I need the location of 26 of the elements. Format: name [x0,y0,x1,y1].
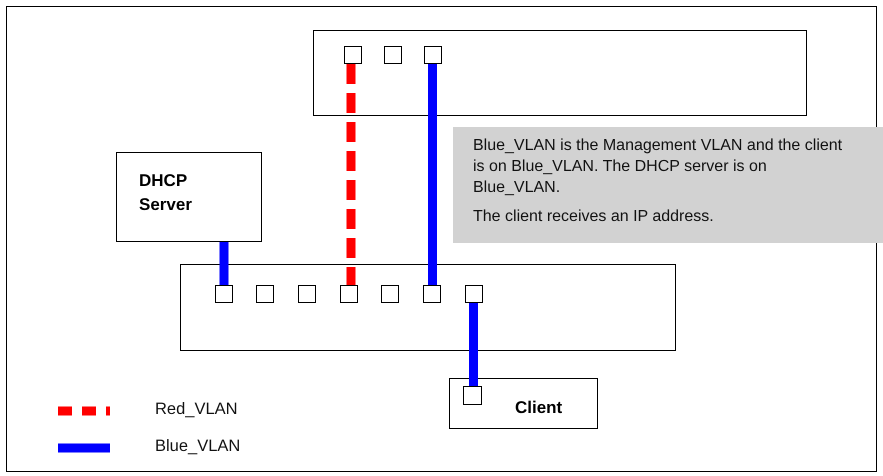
port [256,285,274,303]
legend-label: Red_VLAN [155,400,238,419]
port [381,285,399,303]
node-label: Client [515,397,564,419]
cable-line [469,303,478,386]
port [423,285,441,303]
port [298,285,316,303]
cable-line [346,64,356,285]
switch-box [313,30,807,116]
port [424,46,442,64]
note-box [453,127,883,243]
note-text: Blue_VLAN is the Management VLAN and the client is on Blue_VLAN. The DHCP server is on Blue_VLAN. [473,136,843,198]
server-box [116,152,262,242]
port [340,285,358,303]
switch-box [180,264,676,351]
client-box [449,378,598,429]
port [465,285,483,303]
port [384,46,402,64]
node-label: DHCP Server [139,170,193,216]
port [344,46,362,64]
port [463,386,482,405]
cable-line [220,242,228,285]
legend-label: Blue_VLAN [155,437,240,456]
note-text: The client receives an IP address. [473,207,715,227]
cable-line [428,64,437,285]
port [215,285,233,303]
